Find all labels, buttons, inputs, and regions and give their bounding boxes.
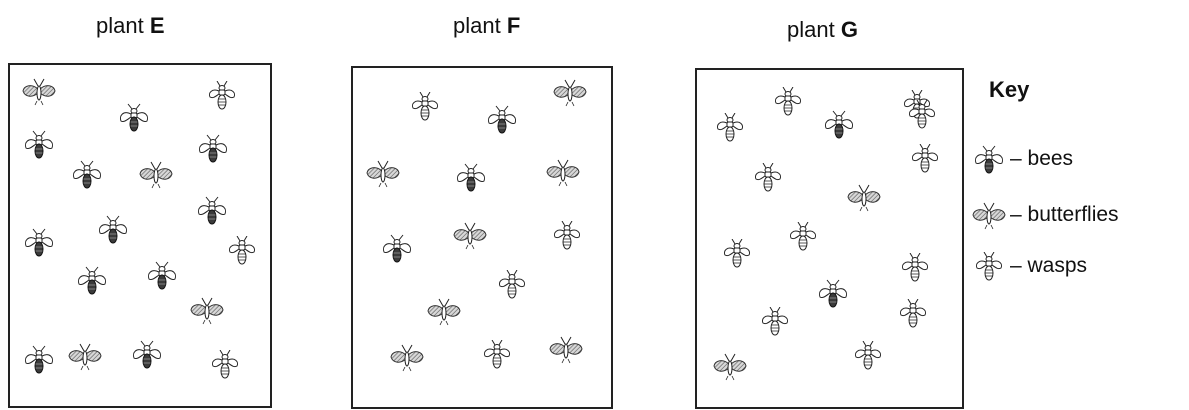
butterfly-icon xyxy=(139,160,173,190)
plant-f-prefix: plant xyxy=(453,13,507,38)
plant-g-prefix: plant xyxy=(787,17,841,42)
wasp-icon xyxy=(898,253,932,283)
butterfly-icon xyxy=(553,78,587,108)
wasp-icon xyxy=(905,100,939,130)
wasp-icon xyxy=(771,87,805,117)
bee-icon xyxy=(22,228,56,258)
butterfly-icon xyxy=(22,77,56,107)
bee-icon xyxy=(70,160,104,190)
bee-icon xyxy=(96,215,130,245)
bee-icon xyxy=(195,196,229,226)
butterfly-icon xyxy=(190,296,224,326)
plant-g-letter: G xyxy=(841,17,858,42)
wasp-icon xyxy=(786,222,820,252)
butterfly-icon xyxy=(427,297,461,327)
bee-icon xyxy=(145,261,179,291)
bee-icon xyxy=(117,103,151,133)
butterfly-icon xyxy=(847,183,881,213)
wasp-icon xyxy=(208,350,242,380)
wasp-icon xyxy=(225,236,259,266)
wasp-icon xyxy=(851,341,885,371)
wasp-icon xyxy=(495,270,529,300)
bee-icon xyxy=(972,145,1006,175)
plant-f-letter: F xyxy=(507,13,520,38)
bee-icon xyxy=(485,105,519,135)
bee-icon xyxy=(380,234,414,264)
wasp-icon xyxy=(758,307,792,337)
butterfly-icon xyxy=(453,221,487,251)
wasp-icon xyxy=(713,113,747,143)
bee-icon xyxy=(454,163,488,193)
bee-icon xyxy=(822,110,856,140)
bee-icon xyxy=(22,345,56,375)
key-label-bees: – bees xyxy=(1010,147,1073,171)
wasp-icon xyxy=(751,163,785,193)
wasp-icon xyxy=(408,92,442,122)
butterfly-icon xyxy=(713,352,747,382)
wasp-icon xyxy=(896,299,930,329)
wasp-icon xyxy=(720,239,754,269)
butterfly-icon xyxy=(972,201,1006,231)
butterfly-icon xyxy=(549,335,583,365)
plant-g-title: plant G xyxy=(787,17,858,43)
butterfly-icon xyxy=(546,158,580,188)
bee-icon xyxy=(816,279,850,309)
plant-e-prefix: plant xyxy=(96,13,150,38)
bee-icon xyxy=(22,130,56,160)
plant-e-letter: E xyxy=(150,13,165,38)
plant-f-title: plant F xyxy=(453,13,520,39)
wasp-icon xyxy=(908,144,942,174)
butterfly-icon xyxy=(366,159,400,189)
key-title: Key xyxy=(989,77,1029,103)
plant-e-title: plant E xyxy=(96,13,165,39)
key-label-wasps: – wasps xyxy=(1010,254,1087,278)
butterfly-icon xyxy=(68,342,102,372)
wasp-icon xyxy=(480,340,514,370)
wasp-icon xyxy=(972,252,1006,282)
bee-icon xyxy=(130,340,164,370)
bee-icon xyxy=(75,266,109,296)
wasp-icon xyxy=(205,81,239,111)
bee-icon xyxy=(196,134,230,164)
wasp-icon xyxy=(550,221,584,251)
key-label-butterflies: – butterflies xyxy=(1010,203,1119,227)
butterfly-icon xyxy=(390,343,424,373)
